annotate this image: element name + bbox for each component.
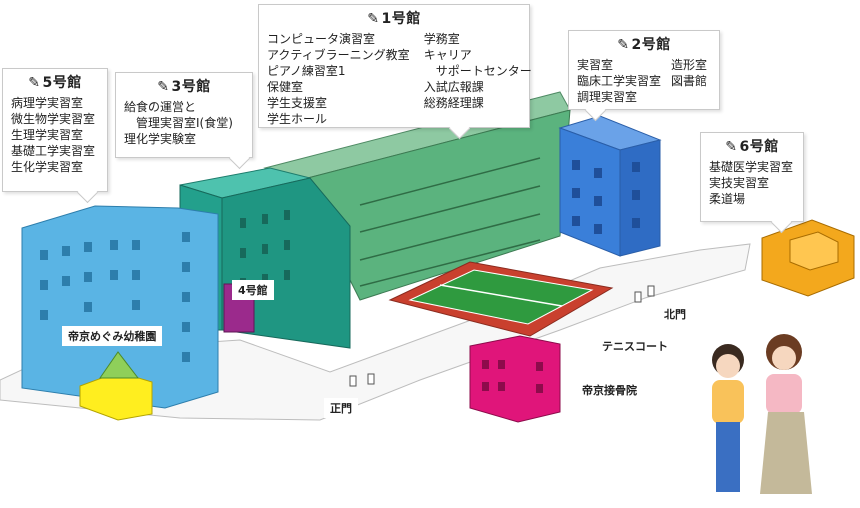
building-2-info: ✎2号館 実習室 臨床工学実習室 調理実習室 造形室 図書館 (568, 30, 720, 110)
room: 微生物学実習室 (11, 112, 96, 126)
building-5-name: 5号館 (42, 75, 82, 91)
room: コンピュータ演習室 (267, 32, 376, 46)
building-6-top (789, 231, 839, 271)
room: 造形室 (671, 58, 708, 72)
room: 実習室 (577, 58, 614, 72)
building-2-name: 2号館 (631, 37, 671, 53)
room: 調理実習室 (577, 90, 638, 104)
building-1-name: 1号館 (381, 11, 421, 27)
tennis-court-net (439, 284, 563, 307)
building-1-info: ✎1号館 コンピュータ演習室 アクティブラーニング教室 ピアノ練習室1 保健室 … (258, 4, 532, 128)
room: 総務経理課 (423, 96, 484, 110)
room: 学務室 (423, 32, 460, 46)
pencil-icon: ✎ (367, 11, 380, 27)
room: 柔道場 (709, 192, 746, 206)
room: 病理学実習室 (11, 96, 84, 110)
room: 図書館 (671, 74, 708, 88)
room: 生化学実習室 (11, 160, 84, 174)
tennis-court (408, 269, 594, 325)
building-1-rooms-col1: コンピュータ演習室 アクティブラーニング教室 ピアノ練習室1 保健室 学生支援室… (267, 31, 410, 127)
room: 学生支援室 (267, 96, 328, 110)
building-1-rooms-col2: 学務室 キャリア サポートセンター 入試広報課 総務経理課 (424, 31, 532, 127)
gate-posts (349, 285, 655, 387)
room: サポートセンター (423, 64, 532, 78)
room: 給食の運営と (124, 100, 197, 114)
room: 管理実習室Ⅰ(食堂) (124, 116, 233, 130)
building-2-rooms-col2: 造形室 図書館 (671, 57, 707, 105)
room: 基礎医学実習室 (709, 160, 794, 174)
clinic-building (469, 335, 561, 423)
room: 実技実習室 (709, 176, 770, 190)
tennis-court-label: テニスコート (596, 336, 674, 356)
building-5-info: ✎5号館 病理学実習室 微生物学実習室 生理学実習室 基礎工学実習室 生化学実習… (2, 68, 108, 192)
building-2-rooms-col1: 実習室 臨床工学実習室 調理実習室 (577, 57, 661, 105)
building-6-name: 6号館 (739, 139, 779, 155)
building-1-windows (359, 157, 541, 287)
pencil-icon: ✎ (725, 139, 738, 155)
room: アクティブラーニング教室 (267, 48, 410, 62)
kindergarten-label: 帝京めぐみ幼稚園 (62, 326, 163, 346)
pencil-icon: ✎ (157, 79, 170, 95)
building-5-windows (40, 232, 190, 362)
building-3-info: ✎3号館 給食の運営と 管理実習室Ⅰ(食堂) 理化学実験室 (115, 72, 253, 158)
pencil-icon: ✎ (28, 75, 41, 91)
room: ピアノ練習室1 (267, 64, 346, 78)
building-6-info: ✎6号館 基礎医学実習室 実技実習室 柔道場 (700, 132, 804, 222)
building-5 (21, 205, 219, 409)
room: 保健室 (267, 80, 304, 94)
building-4-label: 4号館 (232, 280, 274, 300)
clinic-windows (482, 360, 543, 393)
building-2 (559, 127, 621, 257)
clinic-label: 帝京接骨院 (576, 380, 643, 400)
room: 入試広報課 (423, 80, 484, 94)
students-illustration (712, 334, 812, 494)
building-3-name: 3号館 (171, 79, 211, 95)
main-gate-label: 正門 (324, 398, 358, 418)
room: 生理学実習室 (11, 128, 84, 142)
north-gate-label: 北門 (658, 304, 692, 324)
pencil-icon: ✎ (617, 37, 630, 53)
room: 臨床工学実習室 (577, 74, 662, 88)
room: キャリア (423, 48, 472, 62)
kindergarten-roof (99, 351, 140, 379)
room: 学生ホール (267, 112, 328, 126)
room: 基礎工学実習室 (11, 144, 96, 158)
room: 理化学実験室 (124, 132, 197, 146)
building-2-windows (572, 160, 640, 234)
